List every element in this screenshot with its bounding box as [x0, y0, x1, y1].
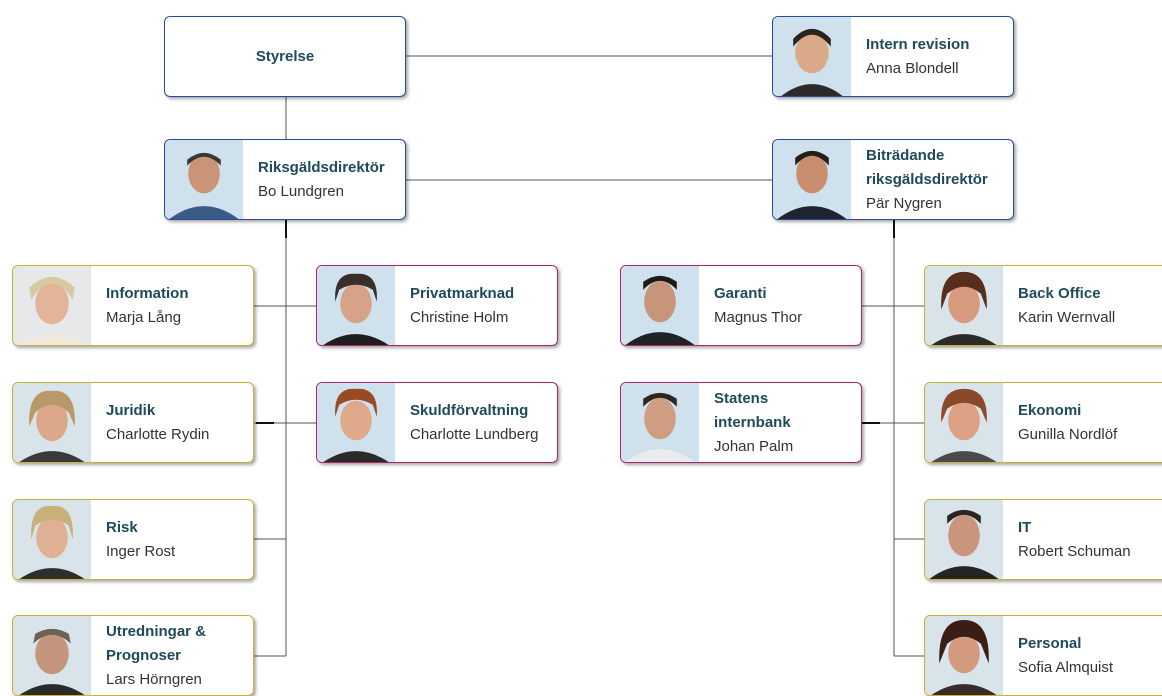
director-title: Riksgäldsdirektör: [258, 158, 385, 176]
unit-box-juridik: Juridik Charlotte Rydin: [12, 382, 254, 463]
unit-box-personal: Personal Sofia Almquist: [924, 615, 1162, 696]
dept-name: Christine Holm: [410, 308, 509, 326]
unit-name: Inger Rost: [106, 542, 176, 560]
audit-box: Intern revision Anna Blondell: [772, 16, 1014, 97]
person-photo: [925, 383, 1003, 462]
dept-box-internbank: Statens internbank Johan Palm: [620, 382, 862, 463]
unit-title: IT: [1018, 518, 1032, 536]
person-photo: [165, 140, 243, 219]
audit-name: Anna Blondell: [866, 59, 959, 77]
dept-title: Privatmarknad: [410, 284, 515, 302]
unit-box-ekonomi: Ekonomi Gunilla Nordlöf: [924, 382, 1162, 463]
person-photo: [13, 266, 91, 345]
person-photo: [13, 616, 91, 695]
person-photo: [925, 266, 1003, 345]
dept-title: Skuldförvaltning: [410, 401, 529, 419]
deputy-title-line1: Biträdande: [866, 146, 945, 164]
unit-name: Lars Hörngren: [106, 670, 202, 688]
unit-box-risk: Risk Inger Rost: [12, 499, 254, 580]
person-photo: [925, 500, 1003, 579]
dept-name: Charlotte Lundberg: [410, 425, 539, 443]
dept-box-skuldforvaltning: Skuldförvaltning Charlotte Lundberg: [316, 382, 558, 463]
unit-title: Juridik: [106, 401, 156, 419]
unit-name: Karin Wernvall: [1018, 308, 1116, 326]
unit-title: Back Office: [1018, 284, 1101, 302]
unit-title: Ekonomi: [1018, 401, 1082, 419]
unit-title: Risk: [106, 518, 138, 536]
director-name: Bo Lundgren: [258, 182, 344, 200]
person-photo: [13, 500, 91, 579]
person-photo: [925, 616, 1003, 695]
board-box: Styrelse: [164, 16, 406, 97]
person-photo: [13, 383, 91, 462]
audit-title: Intern revision: [866, 35, 970, 53]
unit-name: Gunilla Nordlöf: [1018, 425, 1118, 443]
dept-name: Magnus Thor: [714, 308, 803, 326]
unit-name: Marja Lång: [106, 308, 182, 326]
person-photo: [317, 266, 395, 345]
unit-name: Charlotte Rydin: [106, 425, 210, 443]
director-box: Riksgäldsdirektör Bo Lundgren: [164, 139, 406, 220]
person-photo: [773, 17, 851, 96]
unit-title: Information: [106, 284, 189, 302]
deputy-box: Biträdande riksgäldsdirektör Pär Nygren: [772, 139, 1014, 220]
dept-name: Johan Palm: [714, 437, 794, 455]
deputy-name: Pär Nygren: [866, 194, 942, 212]
person-photo: [621, 383, 699, 462]
unit-box-utredningar: Utredningar & Prognoser Lars Hörngren: [12, 615, 254, 696]
dept-box-garanti: Garanti Magnus Thor: [620, 265, 862, 346]
deputy-title-line2: riksgäldsdirektör: [866, 170, 988, 188]
unit-title-line2: Prognoser: [106, 646, 182, 664]
unit-title: Personal: [1018, 634, 1082, 652]
person-photo: [317, 383, 395, 462]
unit-box-information: Information Marja Lång: [12, 265, 254, 346]
unit-box-it: IT Robert Schuman: [924, 499, 1162, 580]
unit-title-line1: Utredningar &: [106, 622, 207, 640]
unit-name: Robert Schuman: [1018, 542, 1131, 560]
dept-title-line2: internbank: [714, 413, 791, 431]
person-photo: [773, 140, 851, 219]
dept-box-privatmarknad: Privatmarknad Christine Holm: [316, 265, 558, 346]
unit-box-back-office: Back Office Karin Wernvall: [924, 265, 1162, 346]
dept-title-line1: Statens: [714, 389, 769, 407]
dept-title: Garanti: [714, 284, 767, 302]
person-photo: [621, 266, 699, 345]
board-title: Styrelse: [255, 48, 315, 65]
unit-name: Sofia Almquist: [1018, 658, 1114, 676]
